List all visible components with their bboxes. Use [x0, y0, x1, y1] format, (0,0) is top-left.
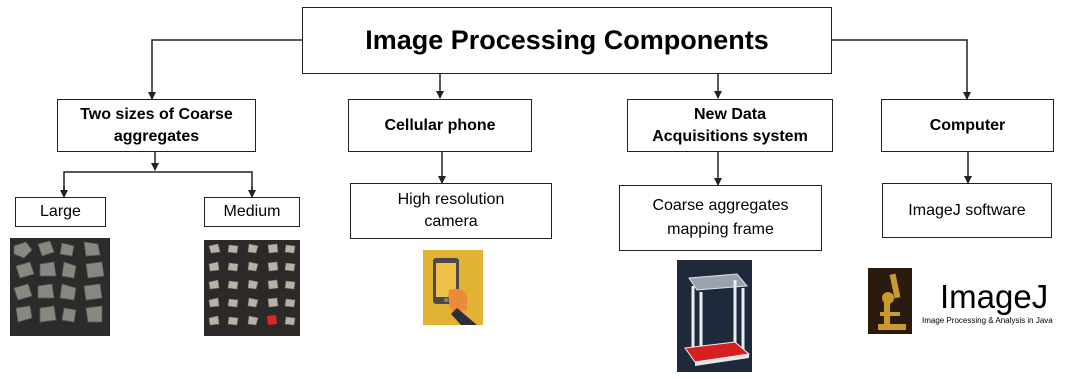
category-das-label: New Data Acquisitions system — [652, 105, 808, 145]
detail-large: Large — [15, 197, 106, 227]
detail-imagej-label: ImageJ software — [908, 201, 1026, 219]
imagej-logo-tagline: Image Processing & Analysis in Java — [922, 316, 1053, 325]
detail-large-label: Large — [40, 203, 81, 220]
large-aggregates-photo — [10, 238, 110, 336]
category-aggregates: Two sizes of Coarse aggregates — [57, 99, 256, 152]
category-phone-label: Cellular phone — [384, 116, 496, 134]
detail-camera-label: High resolution camera — [397, 191, 505, 230]
detail-frame-label: Coarse aggregates mapping frame — [652, 197, 789, 238]
detail-camera: High resolution camera — [350, 183, 552, 239]
category-das: New Data Acquisitions system — [627, 99, 833, 152]
detail-medium: Medium — [204, 197, 300, 227]
category-computer: Computer — [881, 99, 1054, 152]
detail-medium-label: Medium — [223, 203, 281, 220]
connector-to-large — [63, 171, 253, 195]
cellular-phone-illustration — [423, 250, 483, 325]
diagram-title-text: Image Processing Components — [365, 25, 769, 55]
category-computer-label: Computer — [929, 116, 1006, 134]
detail-imagej: ImageJ software — [882, 183, 1052, 238]
connector-to-computer — [832, 39, 971, 100]
imagej-logo-name: ImageJ — [940, 278, 1049, 315]
connector-to-aggregates — [148, 39, 302, 100]
medium-aggregates-photo — [204, 240, 300, 336]
detail-frame: Coarse aggregates mapping frame — [619, 185, 822, 251]
category-phone: Cellular phone — [348, 99, 532, 152]
mapping-frame-photo — [677, 260, 752, 372]
diagram-title: Image Processing Components — [302, 7, 832, 74]
imagej-microscope-icon — [868, 268, 912, 334]
category-aggregates-label: Two sizes of Coarse aggregates — [80, 105, 233, 145]
